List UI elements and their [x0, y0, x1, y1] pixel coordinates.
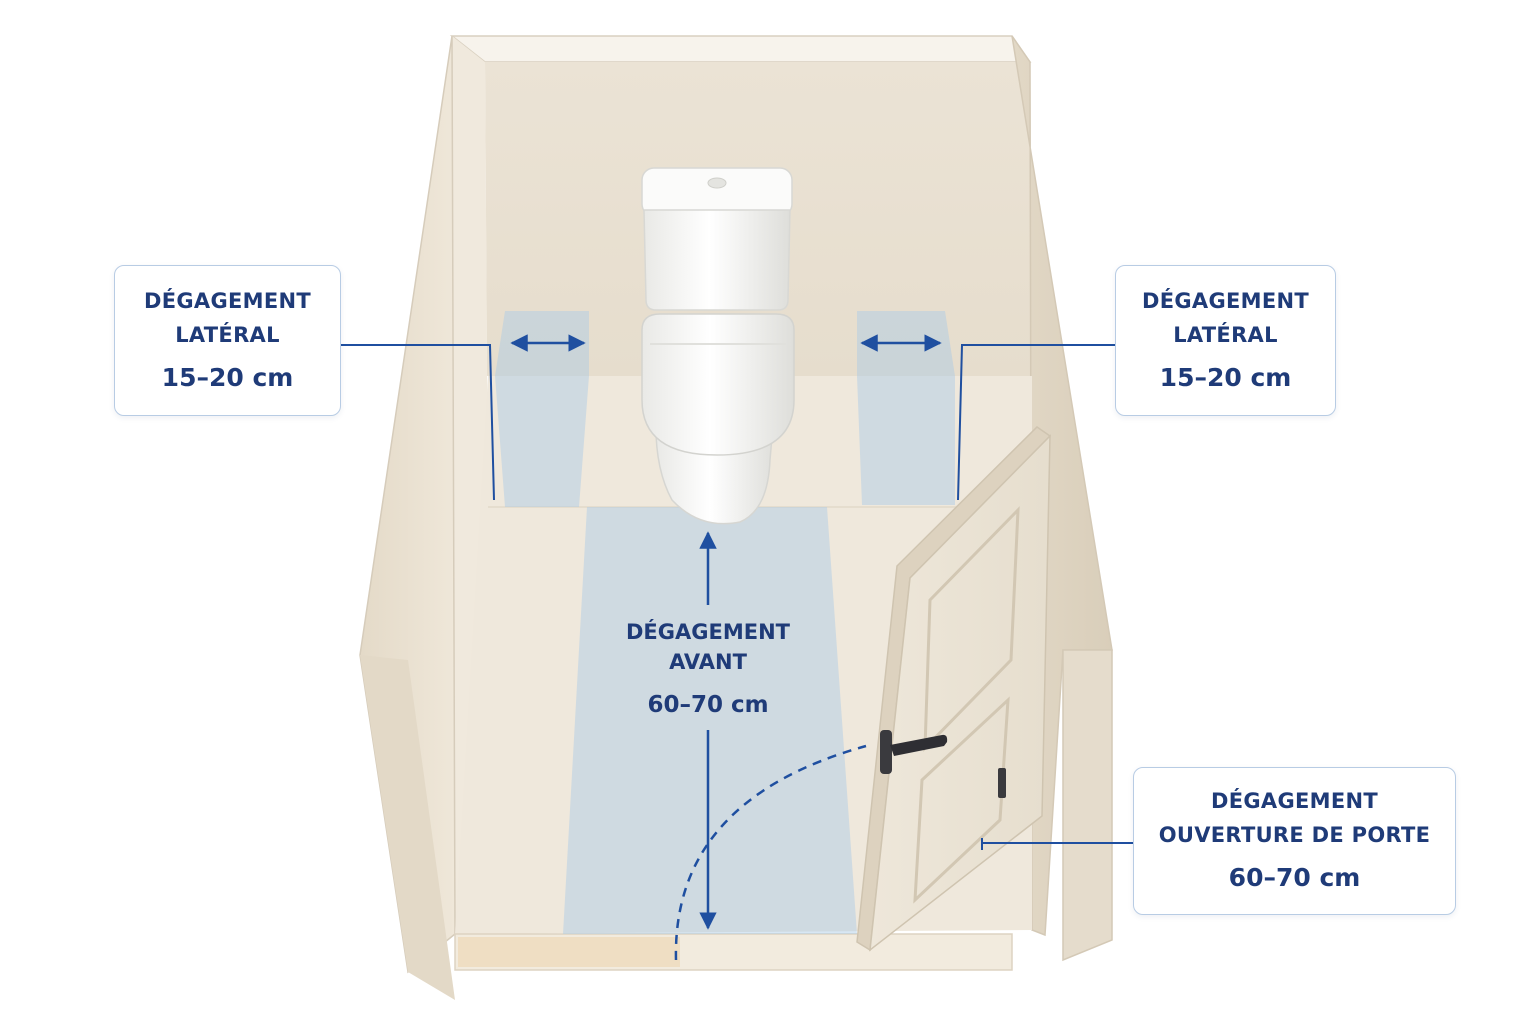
- callout-lateral-left-value: 15–20 cm: [161, 362, 294, 392]
- leader-left: [341, 344, 495, 501]
- leader-lines: [341, 344, 1133, 850]
- callout-front-line2: AVANT: [669, 650, 747, 674]
- leader-right: [957, 344, 1115, 501]
- double-arrow-icon: [510, 334, 942, 930]
- toilet-icon: [641, 167, 795, 525]
- door-panel: [869, 434, 1051, 952]
- callout-lateral-left-line1: DÉGAGEMENT: [144, 288, 311, 313]
- door-icon: [856, 426, 1052, 952]
- clearance-zones: [495, 311, 955, 934]
- callout-front-line1: DÉGAGEMENT: [626, 620, 790, 644]
- callout-door-line2: OUVERTURE DE PORTE: [1158, 823, 1431, 847]
- callout-front-value: 60–70 cm: [647, 692, 769, 718]
- callout-door-line1: DÉGAGEMENT: [1211, 789, 1378, 813]
- left-wall-face: [452, 36, 488, 934]
- callout-front: DÉGAGEMENT AVANT 60–70 cm: [588, 617, 828, 725]
- left-wall-end: [360, 655, 455, 1000]
- room-walls: [359, 35, 1113, 1000]
- lateral-right-zone: [857, 311, 955, 505]
- door-swing-arc: [674, 744, 867, 961]
- toilet-seat: [641, 313, 795, 456]
- lateral-left-zone: [495, 311, 589, 507]
- toilet-tank-lid: [641, 167, 793, 217]
- callout-lateral-right-line1: DÉGAGEMENT: [1142, 288, 1309, 313]
- left-wall-top: [449, 35, 1032, 63]
- callout-door-opening: DÉGAGEMENT OUVERTURE DE PORTE 60–70 cm: [1133, 767, 1456, 915]
- callout-lateral-left-line2: LATÉRAL: [175, 322, 280, 347]
- door-hinge-icon: [998, 768, 1006, 798]
- callout-lateral-right-line2: LATÉRAL: [1173, 322, 1278, 347]
- callout-lateral-right-value: 15–20 cm: [1159, 362, 1292, 392]
- callout-lateral-right: DÉGAGEMENT LATÉRAL 15–20 cm: [1115, 265, 1336, 416]
- callout-door-value: 60–70 cm: [1228, 863, 1361, 892]
- toilet-tank: [643, 209, 791, 311]
- callout-lateral-left: DÉGAGEMENT LATÉRAL 15–20 cm: [114, 265, 341, 416]
- front-zone: [563, 507, 857, 934]
- door-handle-icon: [880, 730, 948, 774]
- right-wall-end: [1062, 649, 1113, 962]
